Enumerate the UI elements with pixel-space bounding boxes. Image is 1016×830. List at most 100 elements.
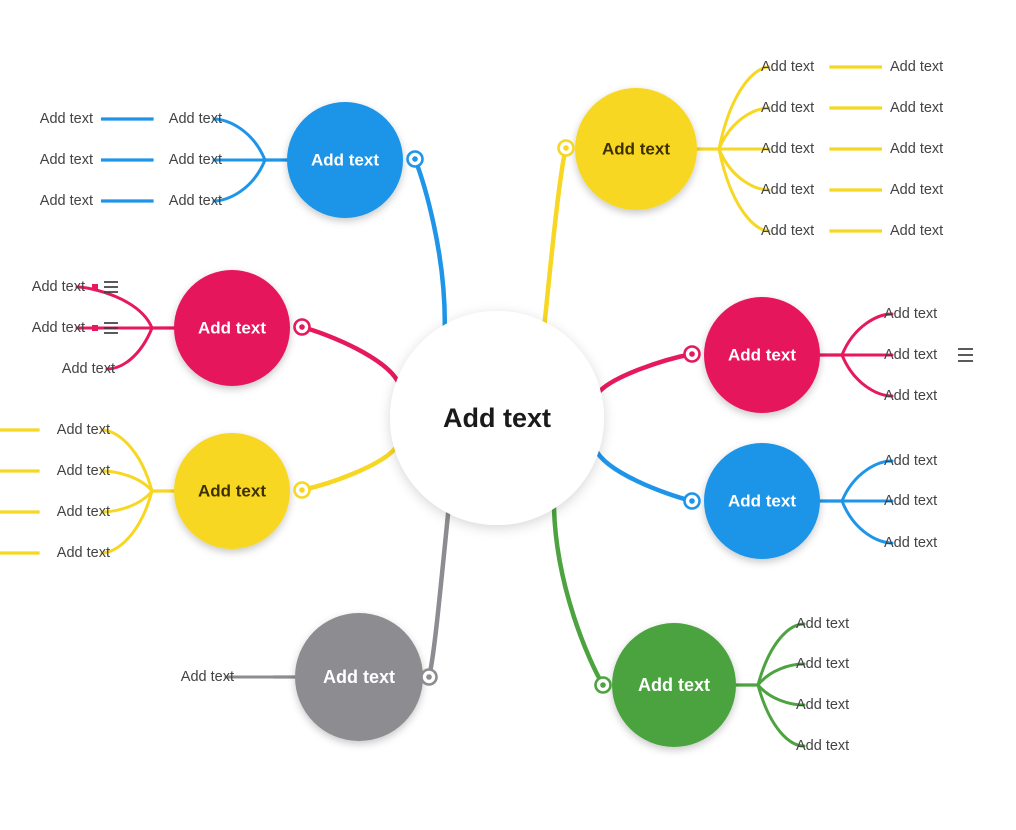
collapse-toggle-blue-mid-right[interactable] — [683, 492, 701, 510]
leaf-label[interactable]: Add text — [169, 193, 222, 209]
trunk-line-pink-mid-right — [594, 351, 695, 397]
trunk-line-blue-top-left — [412, 156, 447, 332]
sub-leaf-label[interactable]: Add text — [40, 193, 93, 209]
branch-node-label: Add text — [728, 492, 796, 511]
leaf-label[interactable]: Add text — [884, 453, 937, 469]
leaf-label[interactable]: Add text — [57, 422, 110, 438]
leaf-connector — [100, 428, 154, 493]
trunk-line-pink-mid-left — [299, 324, 402, 388]
branch-node-circle[interactable] — [287, 102, 403, 218]
collapse-toggle-gray-bottom-left[interactable] — [420, 668, 438, 686]
sub-leaf-label[interactable]: Add text — [890, 59, 943, 75]
leaf-connector — [100, 489, 154, 514]
sub-leaf-label[interactable]: Add text — [890, 182, 943, 198]
branch-node-circle[interactable] — [704, 297, 820, 413]
branch-node-label: Add text — [638, 675, 710, 695]
leaf-label[interactable]: Add text — [169, 111, 222, 127]
leaf-connector — [212, 117, 267, 162]
leaf-label[interactable]: Add text — [761, 59, 814, 75]
leaf-label[interactable]: Add text — [62, 361, 115, 377]
leaf-label[interactable]: Add text — [796, 656, 849, 672]
sub-leaf-label[interactable]: Add text — [40, 111, 93, 127]
leaf-label[interactable]: Add text — [57, 463, 110, 479]
leaf-label[interactable]: Add text — [181, 669, 234, 685]
branch-node-circle[interactable] — [174, 433, 290, 549]
leaf-connector — [717, 147, 771, 233]
branch-node-label: Add text — [602, 140, 670, 159]
leaf-label[interactable]: Add text — [761, 182, 814, 198]
branch-gray-bottom-left: Add text Add text — [181, 613, 438, 741]
trunk-line-green-bottom-right — [551, 501, 606, 688]
leaf-label[interactable]: Add text — [32, 320, 85, 336]
sub-leaf-label[interactable]: Add text — [890, 100, 943, 116]
branch-node-label: Add text — [198, 319, 266, 338]
branch-node-circle[interactable] — [704, 443, 820, 559]
trunk-connectors — [299, 145, 695, 688]
toggle-dot-icon[interactable] — [689, 498, 695, 504]
leaf-label[interactable]: Add text — [796, 616, 849, 632]
sub-leaf-label[interactable]: Add text — [40, 152, 93, 168]
leaf-label[interactable]: Add text — [761, 223, 814, 239]
leaf-label[interactable]: Add text — [761, 141, 814, 157]
leaf-connector — [756, 683, 806, 707]
toggle-dot-icon[interactable] — [412, 156, 418, 162]
sub-leaf-label[interactable]: Add text — [890, 141, 943, 157]
leaf-connector — [717, 147, 771, 192]
leaf-connector — [756, 622, 806, 687]
leaf-label[interactable]: Add text — [57, 504, 110, 520]
collapse-toggle-yellow-top-right[interactable] — [557, 139, 575, 157]
leaf-label[interactable]: Add text — [884, 535, 937, 551]
toggle-dot-icon[interactable] — [299, 324, 305, 330]
collapse-toggle-yellow-mid-left[interactable] — [293, 481, 311, 499]
leaf-connector — [840, 459, 894, 503]
toggle-dot-icon[interactable] — [299, 487, 305, 493]
leaf-connector — [105, 326, 154, 371]
note-dot-icon[interactable] — [92, 284, 98, 290]
leaf-label[interactable]: Add text — [32, 279, 85, 295]
branch-node-circle[interactable] — [174, 270, 290, 386]
leaf-label[interactable]: Add text — [884, 347, 937, 363]
leaf-label[interactable]: Add text — [57, 545, 110, 561]
toggle-dot-icon[interactable] — [563, 145, 569, 151]
branch-node-label: Add text — [728, 346, 796, 365]
branch-node-circle[interactable] — [295, 613, 423, 741]
leaf-connector — [756, 683, 806, 748]
note-dot-icon[interactable] — [92, 325, 98, 331]
collapse-toggle-pink-mid-right[interactable] — [683, 345, 701, 363]
leaf-label[interactable]: Add text — [884, 388, 937, 404]
collapse-toggle-pink-mid-left[interactable] — [293, 318, 311, 336]
root-node-label: Add text — [443, 403, 551, 433]
leaf-label[interactable]: Add text — [796, 697, 849, 713]
collapse-toggle-blue-top-left[interactable] — [406, 150, 424, 168]
trunk-line-yellow-top-right — [542, 145, 569, 329]
root-node-circle[interactable] — [390, 311, 604, 525]
toggle-dot-icon[interactable] — [600, 682, 606, 688]
branch-node-label: Add text — [198, 482, 266, 501]
toggle-dot-icon[interactable] — [689, 351, 695, 357]
leaf-connector — [756, 662, 806, 687]
leaf-connector — [840, 353, 894, 398]
leaf-label[interactable]: Add text — [796, 738, 849, 754]
leaf-connector — [717, 106, 771, 151]
leaf-connector — [840, 499, 894, 545]
root-node-layer: Add text — [390, 311, 604, 525]
leaf-label[interactable]: Add text — [884, 306, 937, 322]
leaf-connector — [75, 285, 154, 330]
collapse-toggle-green-bottom-right[interactable] — [594, 676, 612, 694]
branch-node-label: Add text — [323, 667, 395, 687]
sub-leaf-label[interactable]: Add text — [890, 223, 943, 239]
branch-node-circle[interactable] — [612, 623, 736, 747]
leaf-label[interactable]: Add text — [761, 100, 814, 116]
leaf-label[interactable]: Add text — [884, 493, 937, 509]
leaf-label[interactable]: Add text — [169, 152, 222, 168]
toggle-dot-icon[interactable] — [426, 674, 432, 680]
branch-node-circle[interactable] — [575, 88, 697, 210]
